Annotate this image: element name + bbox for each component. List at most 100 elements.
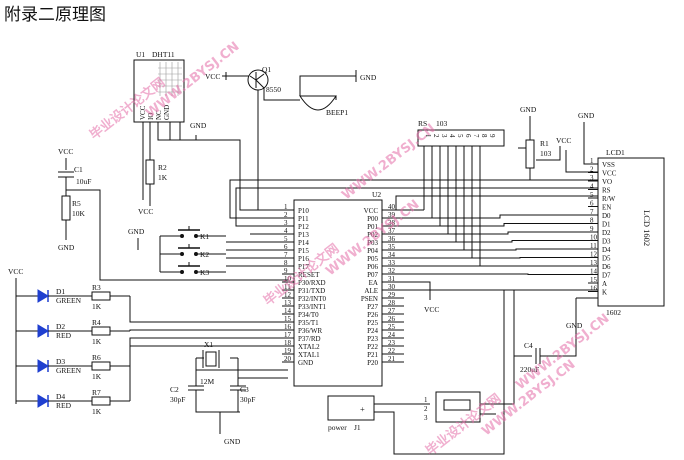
- mcu-right-pin-number: 40: [388, 203, 396, 211]
- mcu-right-pin-label: P26: [367, 311, 378, 319]
- mcu-right-pin-number: 23: [388, 339, 396, 347]
- mcu-right-pin-label: P25: [367, 319, 378, 327]
- led-resistor-ref: R4: [92, 318, 101, 327]
- mcu-left-pin-number: 3: [284, 219, 288, 227]
- led-resistor-ref: R3: [92, 283, 101, 292]
- rs-ref: RS: [418, 119, 427, 128]
- page-title: 附录二原理图: [4, 5, 106, 25]
- buzzer-ref: BEEP1: [326, 108, 348, 117]
- mcu-right-pin-number: 32: [388, 267, 396, 275]
- dht11-pin-gnd: GND: [163, 105, 171, 120]
- mcu-right-pin-number: 28: [388, 299, 396, 307]
- mcu-right-pin-label: P07: [367, 271, 378, 279]
- lcd-pin-number: 16: [590, 285, 598, 293]
- led-ref: D1: [56, 287, 65, 296]
- r1-potentiometer: [525, 139, 535, 169]
- mcu-right-pin-label: P22: [367, 343, 378, 351]
- lcd-pin-number: 6: [590, 200, 594, 208]
- led-color: GREEN: [56, 366, 82, 375]
- mcu-left-pin-number: 9: [284, 267, 288, 275]
- gnd-label-lcd: GND: [578, 111, 595, 120]
- mcu-left-pin-number: 7: [284, 251, 288, 259]
- lcd-pin-number: 3: [590, 174, 594, 182]
- lcd-pin-label: D1: [602, 221, 611, 229]
- led-icon: [37, 289, 49, 303]
- mcu-right-pin-number: 36: [388, 235, 396, 243]
- mcu-right-pin-label: P04: [367, 247, 378, 255]
- mcu-left-pin-number: 15: [284, 315, 292, 323]
- mcu-right-pin-label: P00: [367, 215, 378, 223]
- mcu-right-pin-number: 24: [388, 331, 396, 339]
- lcd-pin-label: VSS: [602, 161, 615, 169]
- led-ref: D3: [56, 357, 65, 366]
- mcu-right-pin-number: 39: [388, 211, 396, 219]
- vcc-label-q1: VCC: [205, 72, 220, 81]
- power-connector: +: [327, 395, 375, 421]
- mcu-right-pin-number: 33: [388, 259, 396, 267]
- mcu-left-pin-label: P16: [298, 255, 309, 263]
- key-label: K1: [200, 232, 209, 241]
- x1-crystal: [202, 350, 220, 368]
- mcu-right-pin-label: EA: [369, 279, 378, 287]
- mcu-left-pin-label: XTAL1: [298, 351, 320, 359]
- key-label: K3: [200, 268, 209, 277]
- mcu-right-pin-number: 21: [388, 355, 396, 363]
- lcd-pin-label: D6: [602, 263, 611, 271]
- rs-pin-number: 3: [440, 134, 448, 138]
- lcd-pin-labels: VSS1VCC2VO3RS4R/W5EN6D07D18D29D310D411D5…: [588, 157, 617, 297]
- mcu-right-pin-number: 27: [388, 307, 396, 315]
- rs-pin-number: 4: [448, 134, 456, 138]
- q1-part: 8550: [266, 85, 281, 94]
- mcu-right-pin-number: 31: [388, 275, 396, 283]
- gnd-label-buzzer: GND: [360, 73, 377, 82]
- power-switch: [435, 391, 481, 423]
- mcu-left-pin-number: 2: [284, 211, 288, 219]
- mcu-left-pin-label: GND: [298, 359, 313, 367]
- led-resistor: [91, 326, 111, 336]
- r2-ref: R2: [158, 163, 167, 172]
- lcd-pin-number: 11: [590, 242, 597, 250]
- mcu-left-pin-label: P15: [298, 247, 309, 255]
- lcd-pin-label: VCC: [602, 170, 617, 178]
- mcu-left-pin-number: 14: [284, 307, 292, 315]
- led-resistor-value: 1K: [92, 407, 102, 416]
- led-color: RED: [56, 401, 72, 410]
- r5-resistor: [61, 195, 71, 221]
- dht11-part: DHT11: [152, 50, 175, 59]
- led-icon: [37, 359, 49, 373]
- lcd-pin-label: D5: [602, 255, 611, 263]
- lcd-footer: 1602: [606, 308, 621, 317]
- c3-value: 30pF: [240, 395, 255, 404]
- mcu-left-pin-label: P14: [298, 239, 309, 247]
- mcu-left-pin-number: 10: [284, 275, 292, 283]
- lcd-ref: LCD1: [606, 148, 625, 157]
- rs-pin-number: 6: [464, 134, 472, 138]
- mcu-right-pin-label: P06: [367, 263, 378, 271]
- data-bus-wires: [382, 214, 588, 291]
- r2-resistor: [145, 159, 155, 185]
- rs-pin-number: 5: [456, 134, 464, 138]
- mcu-left-pin-number: 8: [284, 259, 288, 267]
- dht11-pin-vcc: VCC: [139, 105, 147, 120]
- mcu-right-pin-number: 34: [388, 251, 396, 259]
- mcu-chip: U2: [293, 190, 383, 387]
- mcu-right-pin-number: 37: [388, 227, 396, 235]
- mcu-left-pin-label: P37/RD: [298, 335, 321, 343]
- c3-ref: C3: [240, 385, 249, 394]
- lcd-pin-number: 10: [590, 234, 598, 242]
- r1-value: 103: [540, 149, 552, 158]
- gnd-label-c4: GND: [566, 321, 583, 330]
- mcu-left-pin-label: P12: [298, 223, 309, 231]
- lcd-pin-label: RS: [602, 187, 611, 195]
- gnd-label-keys: GND: [128, 227, 145, 236]
- mcu-left-pin-label: P13: [298, 231, 309, 239]
- led-resistor-value: 1K: [92, 337, 102, 346]
- gnd-label-dht: GND: [190, 121, 207, 130]
- mcu-left-pin-label: P32/INT0: [298, 295, 327, 303]
- lcd-pin-label: D3: [602, 238, 611, 246]
- mcu-right-pin-label: VCC: [364, 207, 379, 215]
- mcu-left-pin-number: 5: [284, 235, 288, 243]
- sw-pin-2: 2: [424, 405, 428, 413]
